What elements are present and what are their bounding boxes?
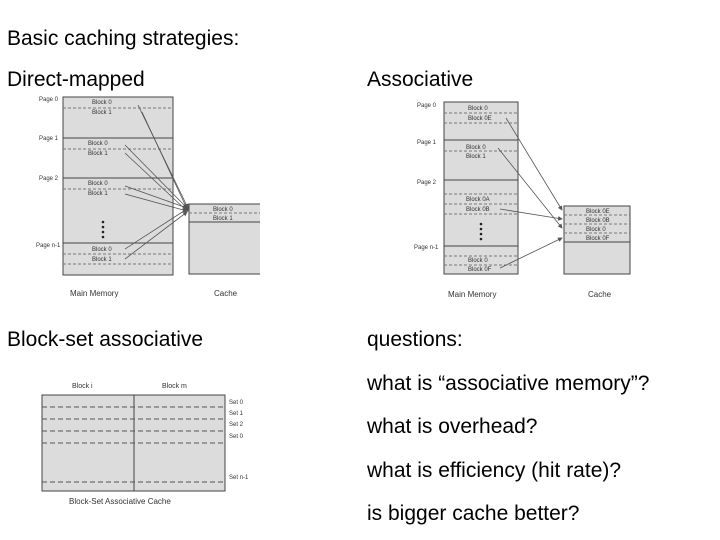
block-label: Block 0	[468, 258, 488, 264]
ellipsis-dot	[479, 227, 483, 231]
page-label: Page 1	[417, 140, 437, 146]
page-label: Page 2	[417, 180, 437, 186]
ellipsis-dot	[101, 225, 105, 229]
cache-block-label: Block 0	[586, 227, 606, 233]
block-label: Block 1	[88, 151, 108, 157]
mapping-arrow	[124, 144, 188, 209]
block-label: Block 0E	[468, 116, 492, 122]
block-set-diagram: Block i Block m Set 0 Set 1 Set 2 Set 0 …	[41, 383, 249, 506]
ellipsis-dot	[101, 230, 105, 234]
cache-caption: Cache	[588, 290, 612, 299]
page-label: Page n-1	[414, 245, 439, 251]
cache-block-label: Block 0B	[586, 218, 610, 224]
cache-block-label: Block 1	[213, 216, 233, 222]
associative-diagram: Page 0 Page 1 Page 2 Page n-1 Block 0 Bl…	[414, 101, 631, 299]
mapping-arrow	[499, 237, 563, 269]
mapping-arrow	[124, 185, 188, 209]
block-set-caption: Block-Set Associative Cache	[69, 497, 171, 506]
main-memory-caption: Main Memory	[70, 289, 118, 298]
ellipsis-dot	[479, 222, 483, 226]
question-item: is bigger cache better?	[367, 502, 580, 525]
ellipsis-dot	[479, 237, 483, 241]
cache-block-label: Block 0F	[586, 236, 610, 242]
block-label: Block 0	[88, 141, 108, 147]
block-set-label: Block-set associative	[7, 328, 204, 351]
block-label: Block 0	[92, 247, 112, 253]
mapping-arrow	[124, 211, 188, 260]
cache-block-label: Block 0	[213, 207, 233, 213]
mapping-arrow	[124, 152, 188, 212]
slide-title: Basic caching strategies:	[7, 27, 240, 50]
set-label: Set 0	[229, 400, 244, 406]
page-label: Page 0	[417, 103, 437, 109]
block-label: Block 0B	[466, 207, 490, 213]
page-label: Page 0	[39, 97, 59, 103]
page-label: Page 1	[39, 136, 59, 142]
page-label: Page n-1	[36, 243, 61, 249]
mapping-arrow	[499, 208, 563, 221]
set-label: Set 0	[229, 434, 244, 440]
block-label: Block 0F	[468, 267, 492, 273]
questions-label: questions:	[367, 328, 463, 351]
block-label: Block 1	[88, 191, 108, 197]
mapping-arrow	[497, 147, 563, 229]
block-label: Block 0A	[466, 197, 490, 203]
column-label: Block m	[162, 383, 187, 390]
question-item: what is efficiency (hit rate)?	[367, 459, 622, 482]
column-label: Block i	[72, 383, 93, 390]
set-label: Set 2	[229, 422, 244, 428]
block-label: Block 1	[92, 257, 112, 263]
question-item: what is overhead?	[367, 415, 538, 438]
set-label: Set 1	[229, 411, 244, 417]
direct-mapped-label: Direct-mapped	[7, 68, 145, 91]
cache-box	[563, 205, 631, 275]
question-item: what is “associative memory”?	[367, 372, 650, 395]
cache-box	[188, 203, 260, 275]
block-label: Block 0	[88, 181, 108, 187]
set-label: Set n-1	[229, 475, 249, 481]
mapping-arrow	[124, 208, 188, 250]
ellipsis-dot	[101, 235, 105, 239]
block-label: Block 0	[92, 100, 112, 106]
associative-label: Associative	[367, 68, 474, 91]
main-memory-box	[443, 101, 519, 275]
direct-mapped-diagram: Page 0 Page 1 Page 2 Page n-1 Block 0 Bl…	[36, 96, 260, 298]
block-label: Block 0	[466, 145, 486, 151]
cache-block-label: Block 0E	[586, 209, 610, 215]
page-label: Page 2	[39, 176, 59, 182]
cache-caption: Cache	[214, 289, 238, 298]
main-memory-box	[62, 96, 174, 276]
mapping-arrow	[141, 111, 189, 212]
mapping-arrow	[124, 193, 188, 213]
block-label: Block 1	[466, 154, 486, 160]
block-label: Block 0	[468, 106, 488, 112]
mapping-arrow	[505, 117, 563, 211]
main-memory-caption: Main Memory	[448, 290, 496, 299]
block-label: Block 1	[92, 110, 112, 116]
ellipsis-dot	[101, 220, 105, 224]
ellipsis-dot	[479, 232, 483, 236]
